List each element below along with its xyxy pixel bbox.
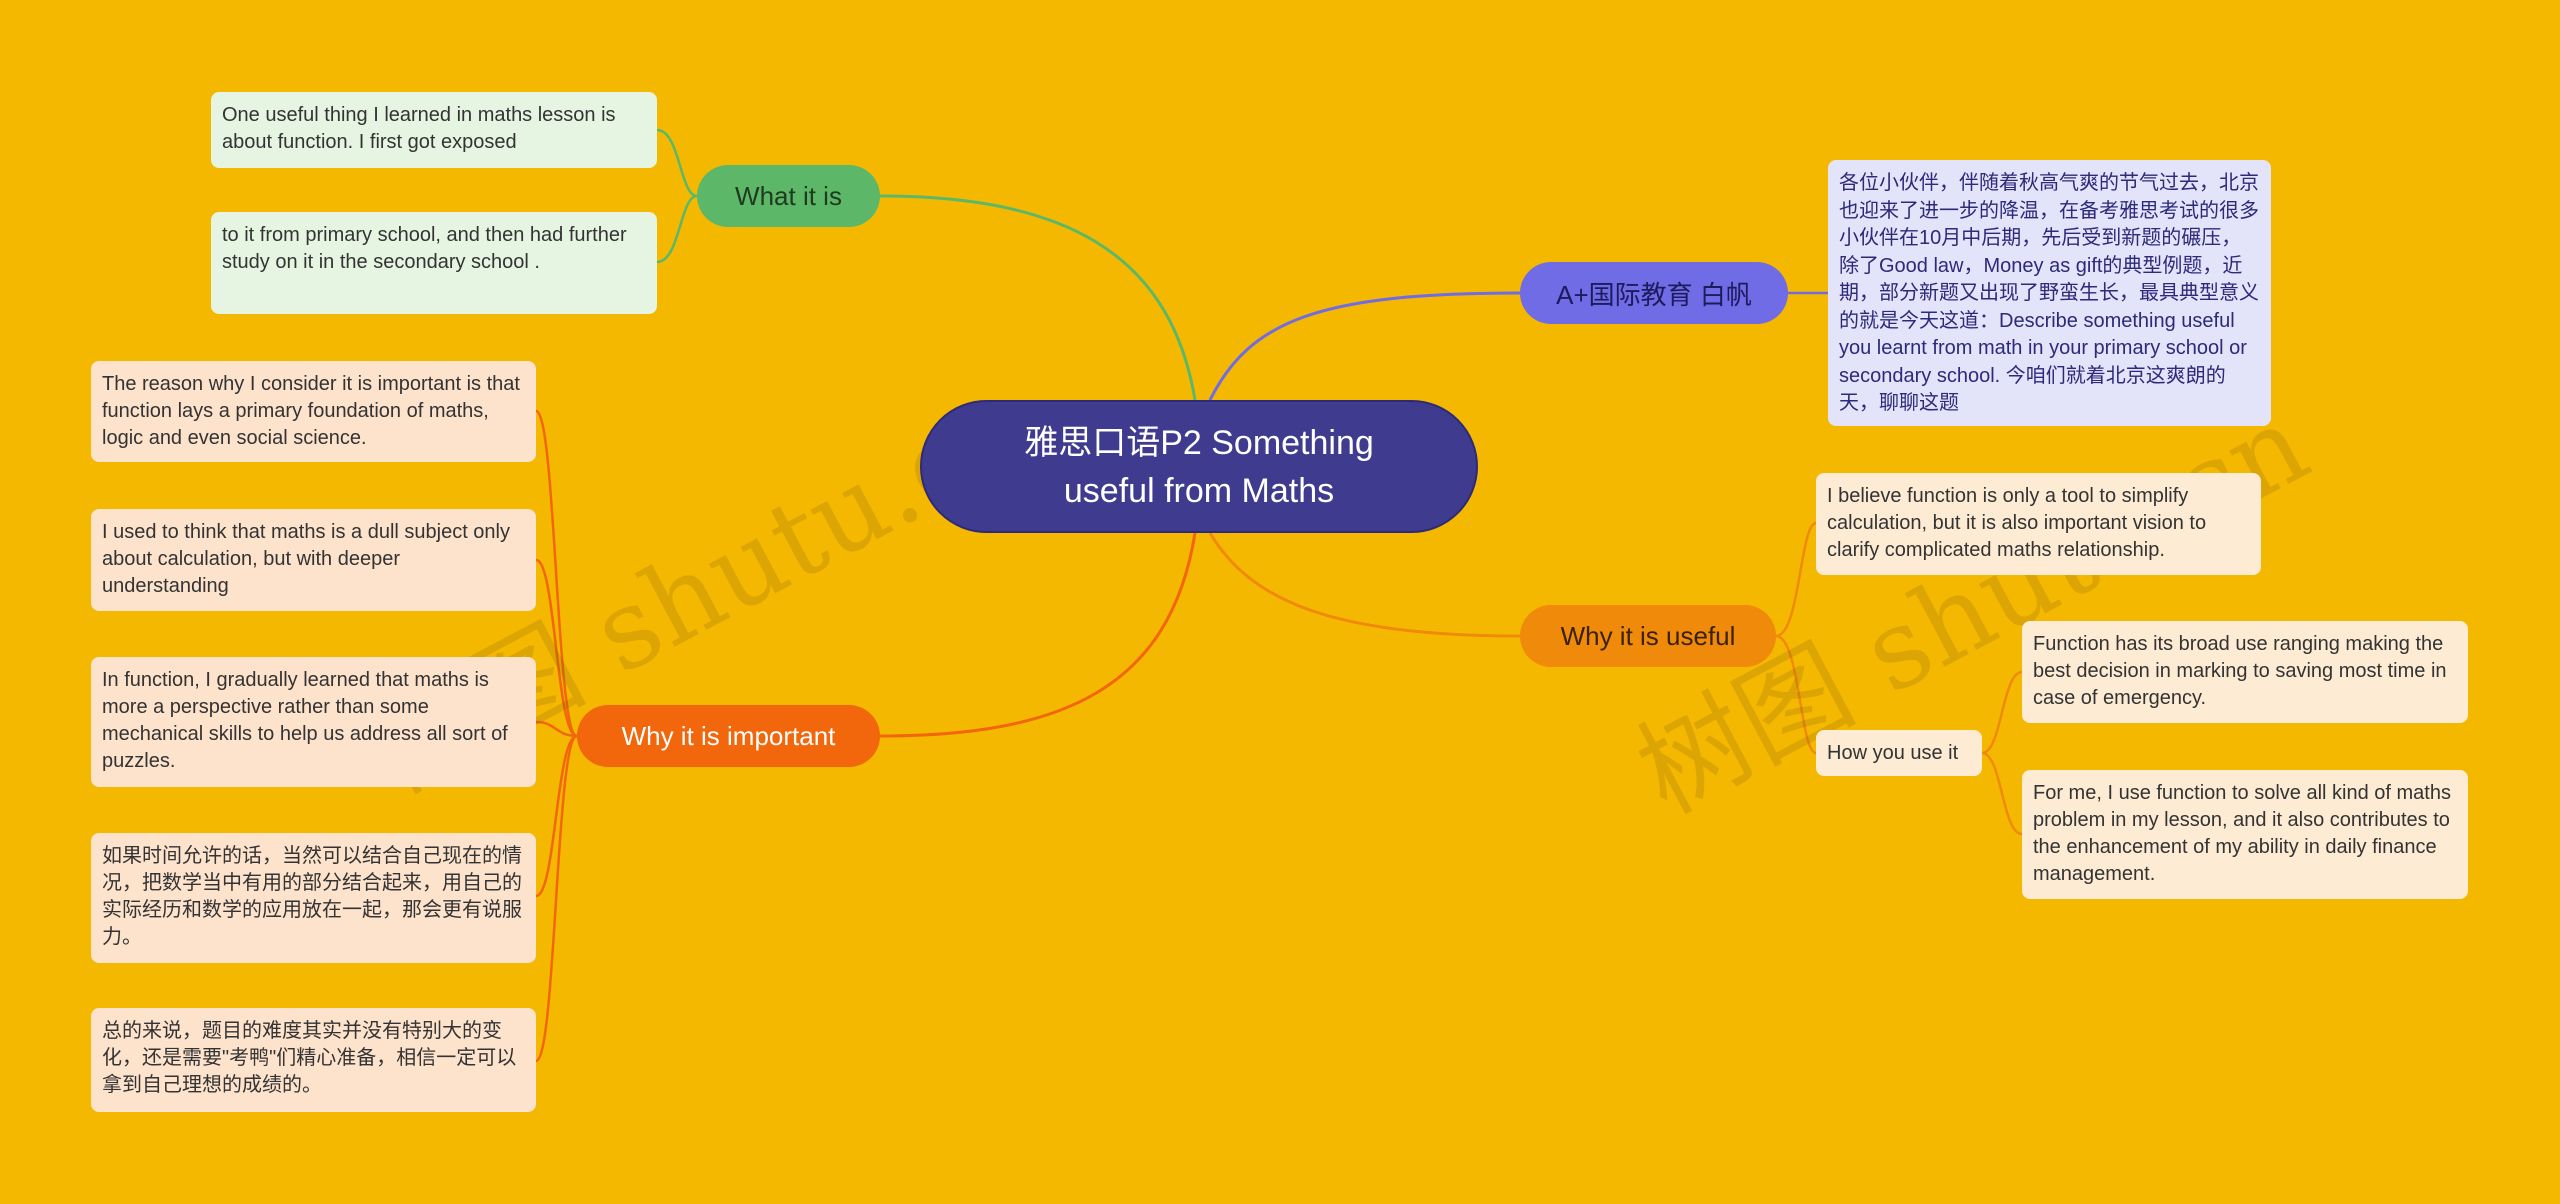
branch-why-important[interactable]: Why it is important — [577, 705, 880, 767]
link-what-it-is — [879, 194, 1197, 401]
central-topic[interactable]: 雅思口语P2 Something useful from Maths — [920, 400, 1478, 533]
why-important-note-5-text: 总的来说，题目的难度其实并没有特别大的变化，还是需要"考鸭"们精心准备，相信一定… — [102, 1020, 517, 1096]
link-what-child-1 — [656, 128, 698, 198]
branch-intro[interactable]: A+国际教育 白帆 — [1520, 262, 1788, 324]
intro-note-text: 各位小伙伴，伴随着秋高气爽的节气过去，北京也迎来了进一步的降温，在备考雅思考试的… — [1839, 172, 2259, 414]
branch-what-it-is-label: What it is — [735, 180, 842, 211]
why-useful-statement[interactable]: I believe function is only a tool to sim… — [1816, 473, 2261, 575]
how-you-use-it-label: How you use it — [1827, 742, 1959, 764]
what-it-is-note-1-text: One useful thing I learned in maths less… — [222, 104, 616, 153]
how-note-2[interactable]: For me, I use function to solve all kind… — [2022, 770, 2468, 899]
branch-why-important-label: Why it is important — [621, 720, 836, 751]
intro-note[interactable]: 各位小伙伴，伴随着秋高气爽的节气过去，北京也迎来了进一步的降温，在备考雅思考试的… — [1828, 160, 2271, 426]
link-how-child-2 — [1981, 751, 2023, 836]
what-it-is-note-2[interactable]: to it from primary school, and then had … — [211, 212, 657, 314]
why-important-note-2-text: I used to think that maths is a dull sub… — [102, 521, 510, 597]
branch-intro-label: A+国际教育 白帆 — [1556, 279, 1752, 310]
link-imp-child-3 — [535, 720, 578, 738]
why-important-note-4-text: 如果时间允许的话，当然可以结合自己现在的情况，把数学当中有用的部分结合起来，用自… — [102, 845, 522, 948]
how-note-1-text: Function has its broad use ranging makin… — [2033, 633, 2447, 709]
link-why-useful — [1208, 532, 1521, 638]
why-important-note-5[interactable]: 总的来说，题目的难度其实并没有特别大的变化，还是需要"考鸭"们精心准备，相信一定… — [91, 1008, 536, 1112]
how-you-use-it[interactable]: How you use it — [1816, 730, 1982, 776]
why-important-note-1-text: The reason why I consider it is importan… — [102, 373, 520, 449]
link-useful-statement — [1775, 521, 1817, 638]
why-useful-statement-text: I believe function is only a tool to sim… — [1827, 485, 2207, 561]
central-topic-label: 雅思口语P2 Something useful from Maths — [1024, 423, 1374, 510]
what-it-is-note-1[interactable]: One useful thing I learned in maths less… — [211, 92, 657, 168]
link-useful-how — [1775, 634, 1817, 755]
how-note-1[interactable]: Function has its broad use ranging makin… — [2022, 621, 2468, 723]
link-how-child-1 — [1981, 670, 2023, 755]
link-imp-child-2 — [535, 558, 578, 738]
why-important-note-3[interactable]: In function, I gradually learned that ma… — [91, 657, 536, 787]
link-imp-child-1 — [534, 409, 579, 738]
why-important-note-3-text: In function, I gradually learned that ma… — [102, 669, 508, 772]
what-it-is-note-2-text: to it from primary school, and then had … — [222, 224, 627, 273]
how-note-2-text: For me, I use function to solve all kind… — [2033, 782, 2451, 885]
branch-what-it-is[interactable]: What it is — [697, 165, 880, 227]
link-what-child-2 — [656, 194, 698, 264]
link-imp-child-5 — [534, 734, 579, 1063]
branch-why-useful-label: Why it is useful — [1560, 620, 1736, 651]
why-important-note-1[interactable]: The reason why I consider it is importan… — [91, 361, 536, 462]
link-intro — [1208, 291, 1521, 401]
link-why-important — [879, 532, 1197, 738]
branch-why-useful[interactable]: Why it is useful — [1520, 605, 1776, 667]
why-important-note-4[interactable]: 如果时间允许的话，当然可以结合自己现在的情况，把数学当中有用的部分结合起来，用自… — [91, 833, 536, 963]
link-imp-child-4 — [535, 734, 578, 898]
why-important-note-2[interactable]: I used to think that maths is a dull sub… — [91, 509, 536, 611]
